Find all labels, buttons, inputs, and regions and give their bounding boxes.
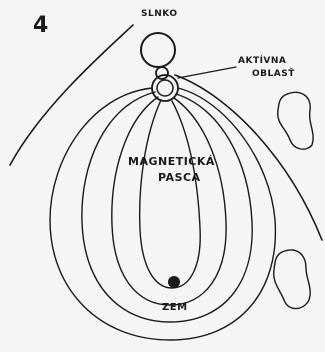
cloud-blob-upper [278, 92, 313, 149]
earth-label: ZEM [162, 303, 188, 313]
active-region-label-line2: OBLASŤ [252, 70, 295, 79]
magnetic-trap-label-line1: MAGNETICKÁ [128, 156, 215, 167]
active-region-inner-circle [157, 80, 173, 96]
figure-number: 4 [33, 15, 49, 37]
earth-circle [168, 276, 180, 288]
sun-circle [141, 33, 175, 67]
active-region-pointer [178, 67, 236, 78]
active-region-label-line1: AKTÍVNA [238, 57, 286, 66]
sun-label: SLNKO [141, 10, 177, 19]
trap-loop-middle [112, 97, 226, 305]
magnetic-trap-label-line2: PASCA [158, 172, 201, 183]
cloud-blob-lower [274, 250, 311, 309]
trap-loop-inner [140, 100, 201, 288]
